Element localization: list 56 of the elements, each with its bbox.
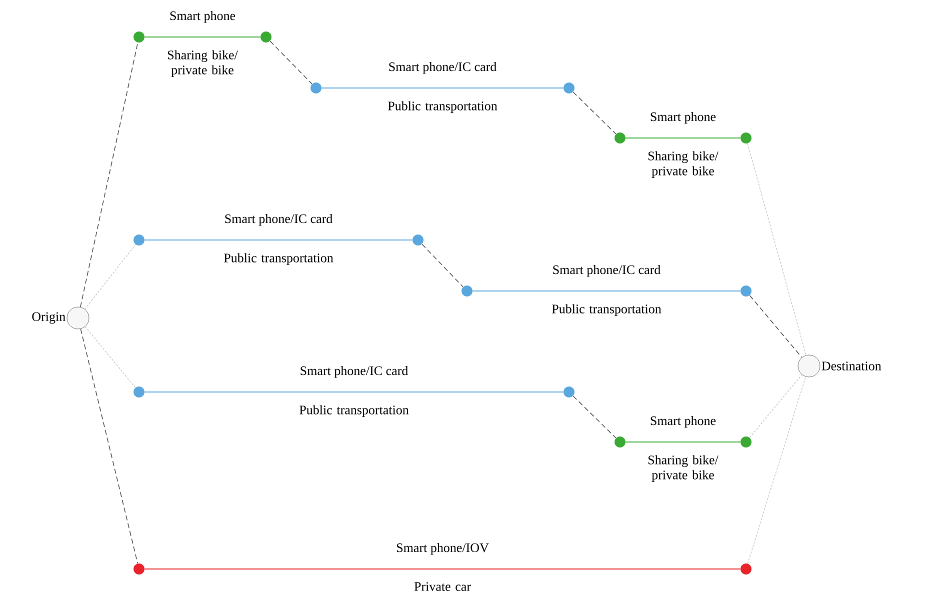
connector-line bbox=[626, 441, 740, 443]
dot bbox=[740, 132, 752, 144]
endpoint-label: Origin bbox=[32, 312, 66, 324]
connector-line bbox=[84, 326, 136, 388]
connector-line bbox=[747, 376, 806, 564]
connector-line bbox=[84, 244, 136, 310]
dot bbox=[614, 132, 626, 144]
dot bbox=[740, 564, 752, 574]
connector-line bbox=[80, 42, 138, 308]
dot bbox=[740, 286, 752, 296]
dot bbox=[564, 386, 574, 398]
dot bbox=[310, 82, 322, 94]
endpoint-circle bbox=[798, 354, 820, 378]
dot bbox=[134, 32, 144, 42]
connector-line bbox=[422, 244, 464, 288]
mode-label: Sharing bike/ private bike bbox=[168, 50, 238, 77]
dot bbox=[134, 564, 144, 574]
mode-label: Public transportation bbox=[388, 101, 498, 113]
edge-label: Smart phone bbox=[650, 416, 716, 428]
connector-line bbox=[144, 568, 740, 570]
endpoint-circle bbox=[66, 306, 90, 330]
connector-line bbox=[270, 40, 312, 84]
dot bbox=[614, 436, 626, 448]
edge-label: Smart phone/IC card bbox=[300, 366, 408, 378]
edge-label: Smart phone/IC card bbox=[389, 62, 496, 74]
edge-label: Smart phone/IC card bbox=[553, 265, 660, 277]
connector-line bbox=[626, 137, 740, 139]
mode-label: Public transportation bbox=[224, 253, 334, 265]
edge-label: Smart phone/IOV bbox=[396, 543, 489, 555]
connector-line bbox=[144, 391, 564, 393]
mode-label: Public transportation bbox=[552, 304, 662, 316]
connector-line bbox=[322, 87, 564, 89]
mode-label: Private car bbox=[414, 582, 471, 591]
connector-line bbox=[572, 396, 616, 438]
connector-line bbox=[749, 374, 802, 438]
connector-line bbox=[472, 290, 740, 292]
connector-line bbox=[749, 294, 802, 358]
dot bbox=[462, 286, 472, 296]
connector-line bbox=[572, 92, 616, 134]
dot bbox=[564, 82, 574, 94]
dot bbox=[260, 32, 272, 42]
mode-label: Public transportation bbox=[300, 405, 409, 417]
connector-line bbox=[144, 36, 260, 38]
dot bbox=[134, 234, 144, 246]
mode-label: Sharing bike/ private bike bbox=[648, 455, 718, 482]
mode-label: Sharing bike/ private bike bbox=[648, 151, 718, 178]
endpoint-label: Destination bbox=[822, 362, 882, 370]
edge-label: Smart phone bbox=[170, 11, 236, 23]
dot bbox=[134, 386, 144, 398]
connector-line bbox=[747, 143, 806, 356]
connector-line bbox=[80, 328, 138, 564]
connector-line bbox=[144, 239, 412, 241]
dot bbox=[412, 234, 424, 246]
dot bbox=[740, 436, 752, 448]
edge-label: Smart phone/IC card bbox=[225, 214, 332, 226]
edge-label: Smart phone bbox=[650, 112, 716, 124]
